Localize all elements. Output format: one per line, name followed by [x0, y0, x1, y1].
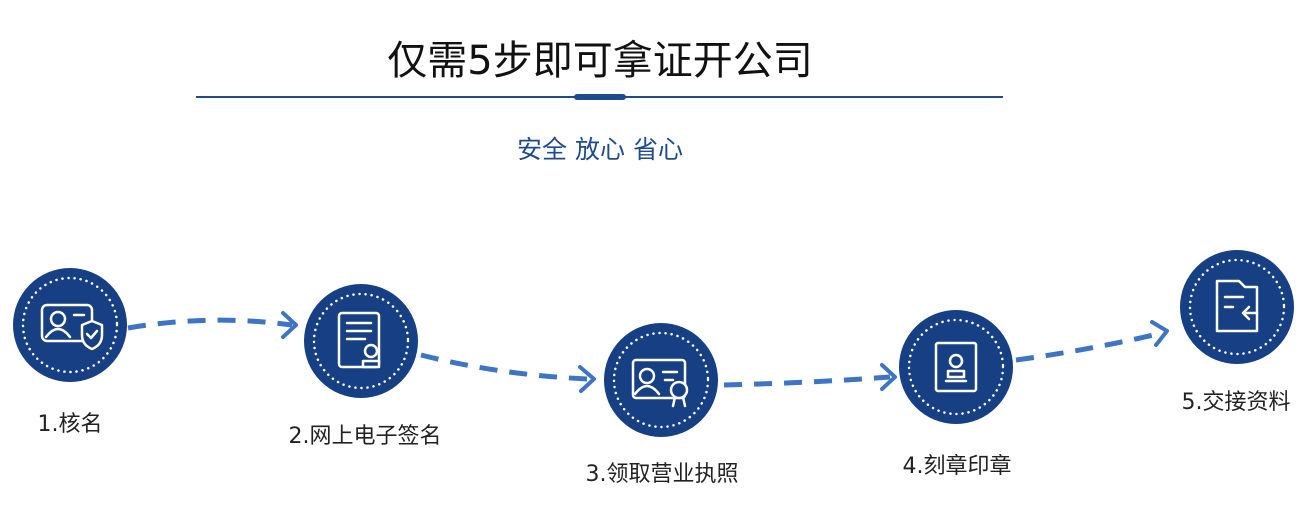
arrowhead-icon	[1150, 320, 1169, 347]
step-circle-1	[13, 268, 127, 382]
arrowhead-icon	[281, 311, 298, 339]
step-label-4: 4.刻章印章	[902, 454, 1012, 479]
subtitle: 安全 放心 省心	[517, 135, 683, 164]
id-card-shield-icon	[40, 303, 104, 351]
step-label-5: 5.交接资料	[1181, 390, 1291, 415]
step-label-1: 1.核名	[37, 412, 103, 437]
folder-transfer-icon	[1215, 279, 1259, 333]
step-label-3: 3.领取营业执照	[585, 462, 739, 487]
arrow-2-3	[420, 352, 589, 382]
arrow-3-4	[723, 374, 891, 388]
arrow-4-5	[1015, 330, 1163, 363]
stamp-frame-icon	[934, 341, 978, 393]
document-stamp-icon	[337, 311, 381, 369]
arrow-1-2	[127, 317, 293, 331]
certificate-badge-icon	[631, 358, 689, 408]
step-circle-3	[604, 323, 718, 437]
step-circle-4	[899, 310, 1013, 424]
step-circle-2	[304, 284, 418, 398]
arrowhead-icon	[578, 365, 596, 393]
page-title: 仅需5步即可拿证开公司	[387, 38, 813, 84]
step-circle-5	[1180, 250, 1294, 364]
arrowhead-icon	[880, 363, 897, 391]
step-label-2: 2.网上电子签名	[288, 424, 442, 449]
